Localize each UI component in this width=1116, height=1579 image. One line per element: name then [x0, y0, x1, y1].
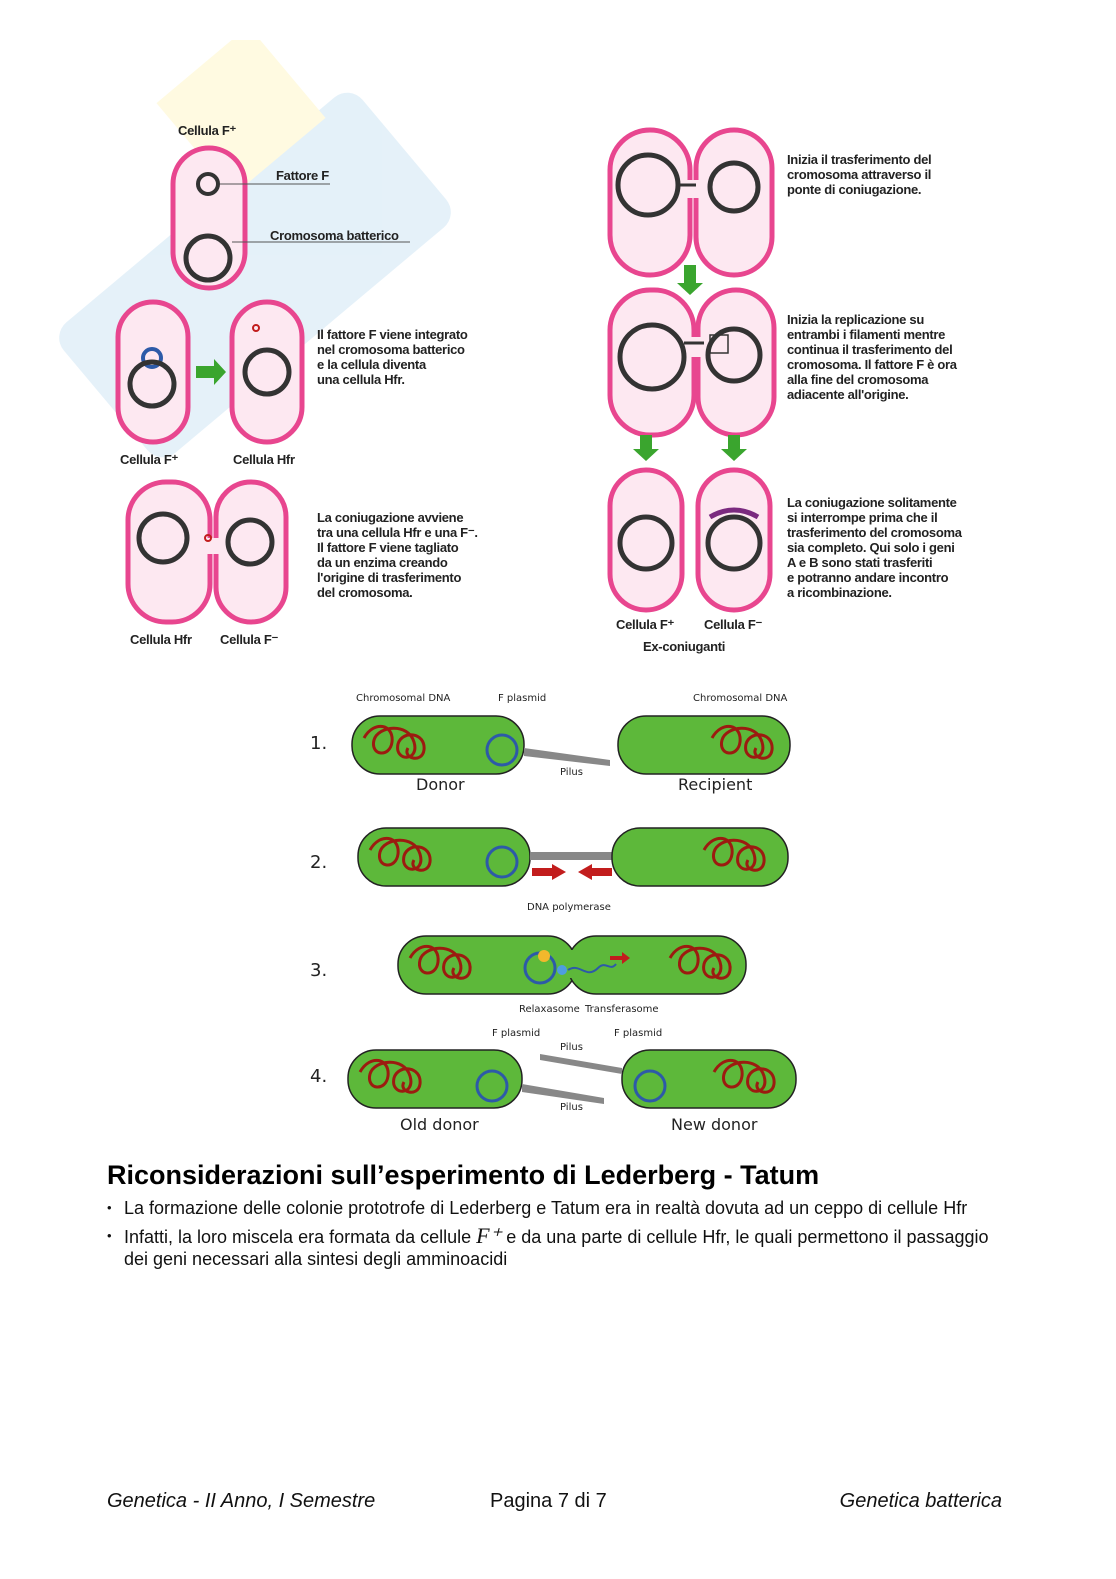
section-title: Riconsiderazioni sull’esperimento di Led… [107, 1160, 820, 1190]
text-replication: Inizia la replicazione su entrambi i fil… [787, 312, 957, 402]
conjugation-diagram-right [607, 127, 777, 613]
label-f-plasmid-step4-right: F plasmid [614, 1028, 663, 1039]
step-number-2: 2. [310, 852, 328, 873]
text-interrupt: La coniugazione solitamente si interromp… [787, 495, 962, 600]
step4-cells [347, 1049, 797, 1109]
cell-pair-bottom [125, 479, 289, 625]
step1-donor [351, 715, 610, 775]
bullet-text-1: La formazione delle colonie prototrofe d… [124, 1198, 968, 1218]
footer-page-number: Pagina 7 di 7 [490, 1490, 607, 1512]
label-pilus-step1: Pilus [560, 767, 583, 778]
footer-course: Genetica - II Anno, I Semestre [107, 1490, 376, 1512]
step-number-4: 4. [310, 1066, 328, 1087]
label-recipient: Recipient [678, 775, 753, 794]
step1-recipient [617, 715, 791, 775]
label-dna-polymerase: DNA polymerase [527, 902, 611, 913]
label-fattore-f: Fattore F [276, 168, 329, 183]
label-cellula-hfr-2: Cellula Hfr [130, 632, 192, 647]
label-pilus-step4-bottom: Pilus [560, 1102, 583, 1113]
label-pilus-step4-top: Pilus [560, 1042, 583, 1053]
conjugation-steps-diagram [347, 715, 797, 1109]
cell-f-plus-top [170, 145, 410, 291]
bullet-item-1: La formazione delle colonie prototrofe d… [107, 1197, 1007, 1219]
label-f-plasmid-step1: F plasmid [498, 693, 547, 704]
label-chromosomal-dna-right: Chromosomal DNA [693, 693, 788, 704]
cell-hfr-mid [229, 299, 305, 445]
label-chromosomal-dna-left: Chromosomal DNA [356, 693, 451, 704]
step-number-3: 3. [310, 960, 328, 981]
label-relaxasome: Relaxasome [519, 1004, 580, 1015]
label-f-plasmid-step4-left: F plasmid [492, 1028, 541, 1039]
label-ex-coniuganti: Ex-coniuganti [643, 639, 726, 654]
green-arrow-down-3 [721, 435, 747, 461]
label-ex-f-plus: Cellula F⁺ [616, 617, 675, 632]
footer-topic: Genetica batterica [839, 1490, 1002, 1512]
cell-pair-replication [607, 287, 777, 438]
green-arrow-right [196, 359, 226, 385]
bullet-text-2-pre: Infatti, la loro miscela era formata da … [124, 1227, 477, 1247]
label-cellula-f-plus-2: Cellula F⁺ [120, 452, 179, 467]
step2-cells [357, 827, 789, 887]
green-arrow-down-2 [633, 435, 659, 461]
label-transferasome: Transferasome [585, 1004, 659, 1015]
text-transfer: Inizia il trasferimento del cromosoma at… [787, 152, 932, 197]
cell-pair-ex-conjugants [607, 467, 773, 613]
label-cellula-f-minus: Cellula F⁻ [220, 632, 279, 647]
bullet-item-2: Infatti, la loro miscela era formata da … [107, 1225, 1007, 1270]
label-ex-f-minus: Cellula F⁻ [704, 617, 763, 632]
math-f-plus: F⁺ [476, 1223, 502, 1248]
label-new-donor: New donor [671, 1115, 758, 1134]
text-conjugation: La coniugazione avviene tra una cellula … [317, 510, 478, 600]
conjugation-diagram-left [115, 145, 410, 625]
text-integration: Il fattore F viene integrato nel cromoso… [317, 327, 468, 387]
label-donor: Donor [416, 775, 465, 794]
cell-pair-transfer [607, 127, 775, 278]
label-cellula-hfr: Cellula Hfr [233, 452, 295, 467]
bullet-list: La formazione delle colonie prototrofe d… [107, 1197, 1007, 1276]
cell-f-plus-mid [115, 299, 191, 445]
label-cromosoma-batterico: Cromosoma batterico [270, 228, 399, 243]
step-number-1: 1. [310, 733, 328, 754]
green-arrow-down-1 [677, 265, 703, 295]
label-cellula-f-plus: Cellula F⁺ [178, 123, 237, 138]
label-old-donor: Old donor [400, 1115, 479, 1134]
step3-cells [397, 935, 747, 995]
bullet-text-2-post: e da una parte di cellule Hfr, le quali … [124, 1227, 989, 1269]
